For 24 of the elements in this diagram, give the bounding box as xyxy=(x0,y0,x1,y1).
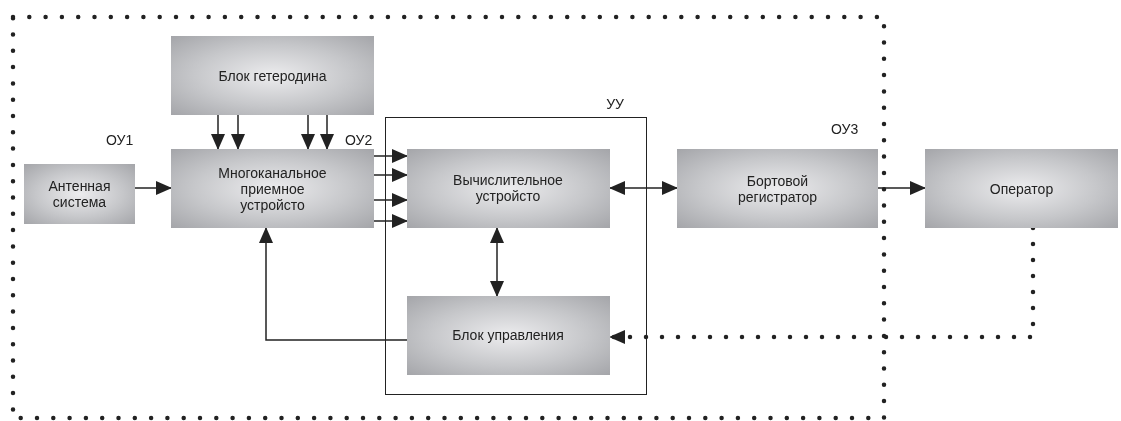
arrow xyxy=(609,181,678,195)
arrow xyxy=(373,193,408,207)
arrow xyxy=(301,114,315,150)
process-box: Вычислительное устройсто xyxy=(406,148,610,228)
interface-label: ОУ3 xyxy=(831,121,859,137)
process-box: Блок управления xyxy=(406,295,610,375)
interface-label: ОУ2 xyxy=(345,132,373,148)
arrow xyxy=(320,114,334,150)
arrow xyxy=(211,114,225,150)
arrow xyxy=(134,181,172,195)
process-box: Оператор xyxy=(925,149,1118,228)
arrow xyxy=(373,149,408,163)
process-box: Многоканальное приемное устройсто xyxy=(171,149,374,228)
arrow xyxy=(259,227,408,341)
process-box: Антенная система xyxy=(24,164,135,224)
process-box: Бортовой регистратор xyxy=(677,149,878,228)
arrow xyxy=(373,214,408,228)
arrow xyxy=(490,227,504,297)
arrow xyxy=(877,181,926,195)
process-box: Блок гетеродина xyxy=(171,36,374,115)
arrow xyxy=(373,168,408,182)
arrow xyxy=(231,114,245,150)
group-label: УУ xyxy=(606,96,624,112)
interface-label: ОУ1 xyxy=(106,132,134,148)
